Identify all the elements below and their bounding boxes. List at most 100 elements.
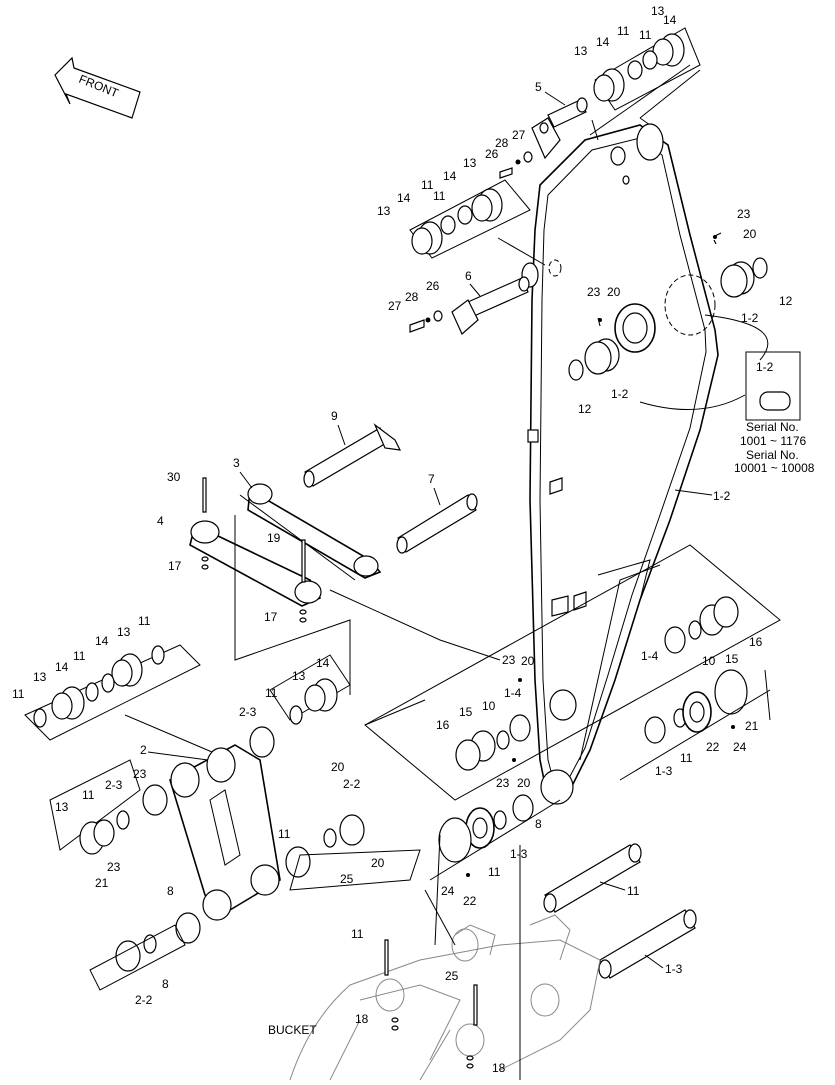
callout-label: 1-3 [655, 764, 673, 778]
callout-label: 13 [651, 4, 665, 18]
callout-label: 14 [663, 13, 677, 27]
callout-label: 18 [492, 1061, 506, 1075]
callout-label: 1-3 [665, 962, 683, 976]
callout-label: 11 [138, 614, 151, 628]
callout-label: 11 [639, 28, 652, 42]
callout-label: 2-3 [105, 778, 123, 792]
callout-label: 12 [578, 402, 592, 416]
callout-label: 18 [355, 1012, 369, 1026]
callout-label: 14 [95, 634, 109, 648]
callout-label: 11 [680, 751, 693, 765]
callout-label: 11 [488, 865, 501, 879]
callout-label: 9 [331, 409, 338, 423]
callout-label: 15 [725, 652, 739, 666]
callout-label: 22 [463, 894, 477, 908]
top-pin-group [499, 27, 701, 179]
callout-label: 20 [371, 856, 385, 870]
callout-label: 23 [502, 653, 516, 667]
callout-label: 14 [397, 191, 411, 205]
callout-label: 20 [607, 285, 621, 299]
callout-label: 16 [749, 635, 763, 649]
callout-label: 13 [292, 669, 306, 683]
serial-line-1: Serial No. [746, 420, 799, 434]
callout-label: 3 [233, 456, 240, 470]
callout-label: 23 [737, 207, 751, 221]
callout-label: 24 [733, 740, 747, 754]
callout-label: 19 [267, 531, 281, 545]
callout-label: 1-2 [611, 387, 629, 401]
link-4 [189, 477, 322, 623]
callout-label: 6 [465, 269, 472, 283]
callout-label: 11 [73, 649, 86, 663]
link-2-washers [49, 759, 421, 991]
callout-label: 2-3 [239, 705, 257, 719]
mid-pin-group [409, 179, 546, 335]
callout-label: 21 [95, 876, 109, 890]
callout-label: 11 [627, 884, 640, 898]
callout-label: 14 [596, 35, 610, 49]
callout-label: 2 [140, 743, 147, 757]
callout-label: 8 [162, 977, 169, 991]
callout-label: 2-2 [343, 777, 361, 791]
callout-label: 23 [496, 776, 510, 790]
callout-label: 20 [521, 654, 535, 668]
pins-8 [543, 843, 697, 979]
callout-label: 21 [745, 719, 759, 733]
callout-label: 5 [535, 80, 542, 94]
pin-7 [396, 493, 478, 554]
callout-label: 1-3 [510, 847, 528, 861]
callout-label: 11 [265, 686, 278, 700]
callout-label: 13 [55, 800, 69, 814]
callout-label: 13 [33, 670, 47, 684]
inset-part-label: 1-2 [756, 360, 774, 374]
callout-label: 11 [351, 927, 364, 941]
callout-label: 8 [167, 884, 174, 898]
callout-label: 12 [779, 294, 793, 308]
callout-label: 14 [55, 660, 69, 674]
callout-label: 10 [482, 699, 496, 713]
boom-arm [521, 117, 719, 805]
callout-label: 27 [512, 128, 526, 142]
callout-label: 28 [495, 136, 509, 150]
callout-label: 13 [117, 625, 131, 639]
callout-label: 22 [706, 740, 720, 754]
callout-label: 27 [388, 299, 402, 313]
callout-label: 14 [316, 656, 330, 670]
link-2 [142, 726, 311, 944]
serial-line-4: 10001 ~ 10008 [734, 461, 815, 475]
bushing-1-2-group [568, 232, 768, 381]
callout-label: 1-2 [741, 311, 759, 325]
callout-label: 11 [82, 788, 95, 802]
callout-label: 10 [702, 654, 716, 668]
serial-line-2: 1001 ~ 1176 [740, 434, 807, 448]
callout-label: 23 [107, 860, 121, 874]
callout-label: 17 [264, 610, 278, 624]
link-3 [239, 483, 382, 581]
callout-label: 28 [405, 290, 419, 304]
callout-label: 7 [428, 472, 435, 486]
callout-label: 30 [167, 470, 181, 484]
callout-label: 23 [587, 285, 601, 299]
bucket-label: BUCKET [268, 1023, 317, 1037]
callout-label: 4 [157, 514, 164, 528]
callout-label: 14 [443, 169, 457, 183]
callout-label: 13 [377, 204, 391, 218]
callout-label: 20 [517, 776, 531, 790]
front-arrow-icon: FRONT [54, 56, 141, 119]
boom-foot-bushings [364, 544, 781, 946]
callout-label: 25 [340, 872, 354, 886]
callout-label: 11 [421, 178, 434, 192]
callout-label: 26 [485, 147, 499, 161]
callout-label: 11 [433, 189, 446, 203]
serial-inset: 1-2 Serial No. 1001 ~ 1176 Serial No. 10… [639, 314, 815, 475]
callout-label: 13 [463, 156, 477, 170]
callout-label: 8 [535, 817, 542, 831]
callout-label: 13 [574, 44, 588, 58]
callout-label: 1-4 [504, 686, 522, 700]
callout-label: 24 [441, 884, 455, 898]
leader-lines [234, 515, 521, 1080]
callout-label: 1-2 [713, 489, 731, 503]
callout-label: 20 [743, 227, 757, 241]
